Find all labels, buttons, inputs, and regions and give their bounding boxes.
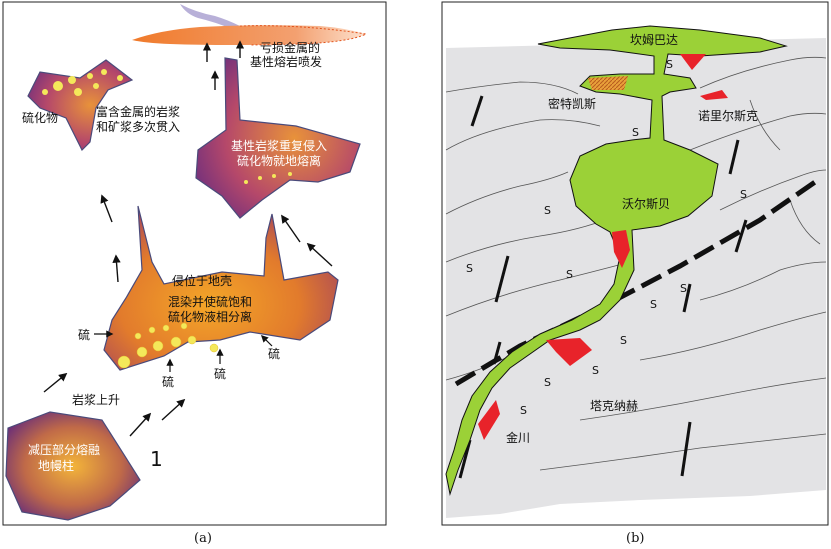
panel-b-caption: (b) xyxy=(626,531,644,546)
major-fault xyxy=(454,177,820,387)
label-woerse: 沃尔斯贝 xyxy=(622,196,670,211)
arrow xyxy=(306,242,333,267)
s-marker: S xyxy=(566,268,573,281)
sulfide-droplets xyxy=(117,322,219,369)
lava-flow xyxy=(132,25,366,45)
s-marker: S xyxy=(650,298,657,311)
mantle-label-2: 地幔柱 xyxy=(38,458,74,473)
eruption-label-2: 基性熔岩喷发 xyxy=(250,54,322,69)
s-markers: S S S S S S S S S S S S xyxy=(466,58,747,417)
label-jinchuan: 金川 xyxy=(506,430,530,445)
s-marker: S xyxy=(520,404,527,417)
panel-b: 坎姆巴达 密特凯斯 诺里尔斯克 沃尔斯贝 塔克纳赫 金川 S S S S S S… xyxy=(441,1,829,546)
ore-bodies xyxy=(478,54,728,440)
arrow xyxy=(129,412,152,437)
mantle-label-1: 减压部分熔融 xyxy=(28,442,100,457)
ascent-label: 岩浆上升 xyxy=(72,392,120,407)
panel-a-caption: (a) xyxy=(194,531,212,546)
figure-number: 1 xyxy=(150,447,163,471)
reinjection-label-2: 硫化物就地熔离 xyxy=(237,153,321,168)
s-marker: S xyxy=(544,376,551,389)
sulfide-label: 硫化物 xyxy=(22,110,58,125)
s-marker: S xyxy=(592,364,599,377)
lava-plume xyxy=(180,4,240,29)
s-marker: S xyxy=(544,204,551,217)
intrusion-network xyxy=(445,25,788,496)
s-marker: S xyxy=(620,334,627,347)
reinjection-label-1: 基性岩浆重复侵入 xyxy=(231,138,327,153)
arrow xyxy=(112,254,121,283)
arrow xyxy=(281,214,301,243)
sulfide-droplets xyxy=(42,69,123,96)
s-marker: S xyxy=(632,126,639,139)
arrow xyxy=(100,194,113,223)
mantle-plume xyxy=(5,411,141,521)
label-zhulierske: 诺里尔斯克 xyxy=(698,108,758,123)
sulfide-droplets xyxy=(244,172,292,184)
metal-rich-label-1: 富含金属的岩浆 xyxy=(96,104,180,119)
s-marker: S xyxy=(666,58,673,71)
emplacement-label: 侵位于地壳 xyxy=(172,273,232,288)
contamination-label-1: 混染并使硫饱和 xyxy=(168,294,252,309)
arrow xyxy=(161,398,186,421)
eruption-label-1: 亏损金属的 xyxy=(260,40,320,55)
s-marker: S xyxy=(680,282,687,295)
metal-rich-label-2: 和矿浆多次贯入 xyxy=(96,119,180,134)
sulfur-label: 硫 xyxy=(214,366,226,381)
lava-flow-outline xyxy=(239,25,368,46)
hatched-ore xyxy=(588,76,628,90)
label-kanmubada: 坎姆巴达 xyxy=(630,33,678,47)
label-takena: 塔克纳赫 xyxy=(590,399,638,413)
arrow xyxy=(43,372,68,393)
sulfur-label: 硫 xyxy=(78,327,90,342)
arrow xyxy=(260,334,273,347)
contamination-label-2: 硫化物液相分离 xyxy=(168,309,252,324)
sulfur-label: 硫 xyxy=(268,346,280,361)
panel-a: 亏损金属的 基性熔岩喷发 硫化物 富含金属的岩浆 和矿浆多次贯入 基性岩浆重复侵… xyxy=(2,1,387,546)
sulfur-label: 硫 xyxy=(162,374,174,389)
reinjection-chamber xyxy=(195,57,361,219)
s-marker: S xyxy=(740,188,747,201)
s-marker: S xyxy=(466,262,473,275)
label-mitekaisi: 密特凯斯 xyxy=(548,96,596,111)
basement-rock xyxy=(446,38,826,518)
